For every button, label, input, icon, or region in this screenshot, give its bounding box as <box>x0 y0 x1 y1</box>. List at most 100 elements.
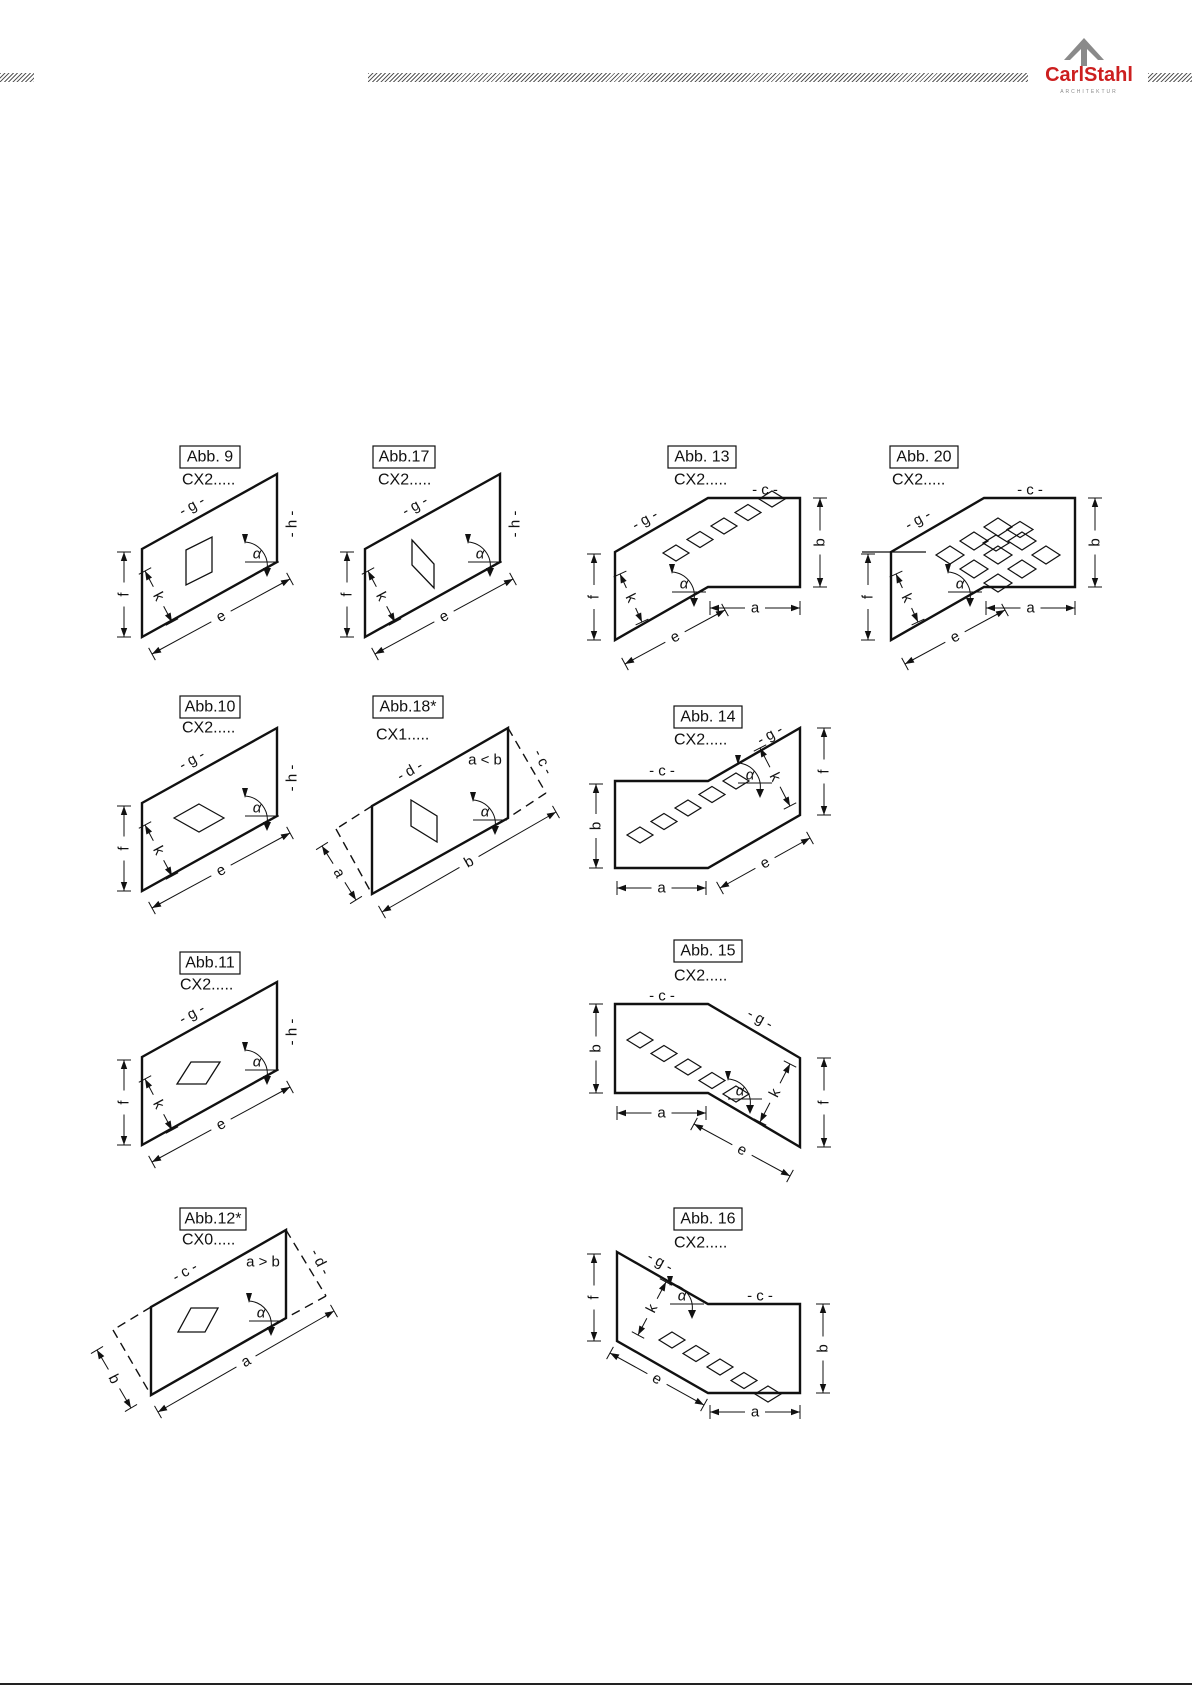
dashed-edge <box>507 727 547 794</box>
dimension-label: b <box>812 538 829 546</box>
angle-tick-icon <box>263 822 271 831</box>
alpha-symbol: α <box>253 546 262 563</box>
footer-rule <box>0 1683 1192 1685</box>
label-c: - c - <box>747 1288 773 1305</box>
dimension-arrow-icon <box>694 1124 704 1132</box>
dimension-line <box>381 867 460 913</box>
dimension-arrow-icon <box>280 833 290 841</box>
dimension-arrow-icon <box>280 1087 290 1095</box>
figure-tag-abb12: Abb.12* <box>185 1211 242 1228</box>
arrow-head-icon <box>617 1109 626 1117</box>
mesh-opening <box>934 545 966 565</box>
dimension-label: b <box>105 1371 124 1386</box>
arrow-head-icon <box>986 604 995 612</box>
dimension-arrow-icon <box>152 900 162 908</box>
angle-arc <box>671 571 695 601</box>
figure-tag-abb15: Abb. 15 <box>680 943 735 960</box>
opening-rhombus <box>411 538 435 590</box>
alpha-symbol: α <box>253 800 262 817</box>
alpha-symbol: α <box>956 576 965 593</box>
dimension-arrow-icon <box>720 880 730 888</box>
dimension-arrow-icon <box>503 579 513 587</box>
label-a-lt-b: a < b <box>468 752 502 769</box>
dimension-arrow-icon <box>783 1064 790 1074</box>
dimension-arrow-icon <box>375 646 385 654</box>
arrow-head-icon <box>1066 604 1075 612</box>
logo-pillar-icon <box>1081 44 1087 66</box>
mesh-opening <box>958 531 990 551</box>
dimension-line <box>478 811 557 857</box>
arrow-head-icon <box>343 628 351 637</box>
angle-tick-icon <box>756 789 764 798</box>
dimension-label: b <box>1087 538 1104 546</box>
dimension-label: a <box>330 865 349 881</box>
angle-arc <box>669 1283 693 1313</box>
dimension-label: k <box>372 589 391 604</box>
figure-tag-abb9: Abb. 9 <box>187 449 233 466</box>
panel-outline <box>613 496 802 643</box>
dimension-label: e <box>436 607 451 626</box>
dimension-arrow-icon <box>546 812 556 820</box>
dimension-label: a <box>238 1352 254 1371</box>
figure-tag-abb18-box <box>372 695 444 719</box>
alpha-symbol: α <box>253 1054 262 1071</box>
label-h: - h - <box>284 765 301 792</box>
dimension-arrow-icon <box>280 579 290 587</box>
angle-arc <box>467 541 491 571</box>
mesh-opening <box>685 530 715 549</box>
alpha-symbol: α <box>481 804 490 821</box>
arrow-head-icon <box>820 806 828 815</box>
angle-tick-icon <box>242 1042 248 1052</box>
dimension-arrow-icon <box>658 1282 666 1292</box>
figure-tag-abb13: Abb. 13 <box>674 449 729 466</box>
arrow-head-icon <box>592 859 600 868</box>
dimension-line <box>151 875 212 909</box>
dimension-arrow-icon <box>123 1398 131 1408</box>
dimension-label: k <box>766 770 785 785</box>
dimension-label: f <box>816 1100 833 1105</box>
dimension-label: f <box>586 594 603 599</box>
angle-tick-icon <box>945 564 951 574</box>
mesh-opening <box>649 812 679 831</box>
arrow-head-icon <box>819 1304 827 1313</box>
dimension-label: k <box>766 1085 785 1100</box>
figure-code-abb14: CX2..... <box>674 732 727 749</box>
panel-outline <box>615 1249 802 1395</box>
angle-arc <box>244 795 268 825</box>
dimension-label: e <box>649 1370 665 1389</box>
figure-tag-abb10-box <box>179 695 241 719</box>
arrow-head-icon <box>120 1136 128 1145</box>
dimension-arrow-icon <box>780 1168 790 1176</box>
logo-roof-icon <box>1064 38 1104 60</box>
dimension-arrow-icon <box>348 890 356 900</box>
figure-tag-abb11-box <box>179 951 241 975</box>
figure-tag-abb9-box <box>179 445 241 469</box>
angle-tick-icon <box>667 1276 673 1286</box>
dashed-edge <box>335 805 373 830</box>
header-hatch-left <box>0 73 34 82</box>
mesh-opening <box>657 1331 687 1349</box>
dimension-label: f <box>116 592 133 597</box>
arrow-head-icon <box>697 1109 706 1117</box>
arrow-head-icon <box>710 604 719 612</box>
dimension-line <box>255 1310 335 1357</box>
dimension-line <box>151 621 212 655</box>
arrow-head-icon <box>864 554 872 563</box>
arrow-head-icon <box>120 806 128 815</box>
opening-rhombus <box>410 798 438 844</box>
dimension-label: b <box>815 1344 832 1352</box>
mesh-opening <box>705 1358 735 1376</box>
figure-tag-abb16-box <box>673 1207 743 1231</box>
mesh-opening <box>697 785 727 804</box>
label-g: - g - <box>629 506 661 534</box>
dimension-label: k <box>643 1301 662 1316</box>
dimension-label: k <box>898 591 917 606</box>
dimension-arrow-icon <box>905 656 915 664</box>
dimension-arrow-icon <box>638 1325 646 1335</box>
angle-arc <box>737 762 761 792</box>
dimension-label: e <box>757 854 773 873</box>
alpha-symbol: α <box>678 1288 687 1305</box>
figure-tag-abb10: Abb.10 <box>185 699 236 716</box>
dimension-label: a <box>657 1105 666 1122</box>
